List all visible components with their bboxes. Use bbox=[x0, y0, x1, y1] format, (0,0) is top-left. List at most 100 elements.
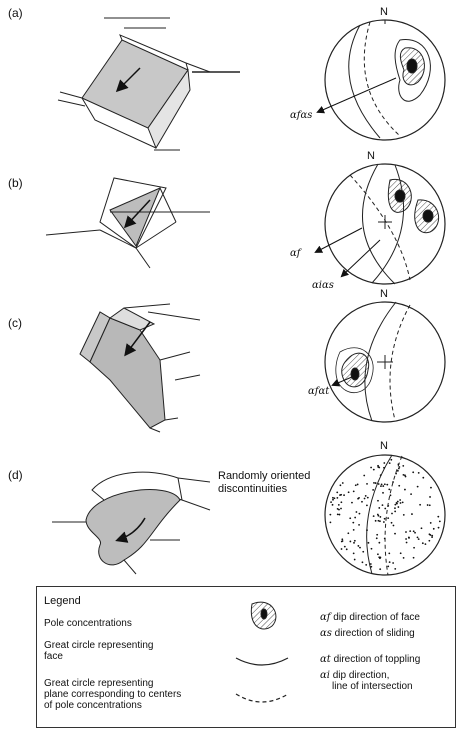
pole-dot bbox=[372, 515, 375, 518]
pole-dot bbox=[397, 506, 400, 508]
pole-dot bbox=[417, 471, 420, 474]
pole-dot bbox=[379, 474, 382, 477]
pole-dot bbox=[394, 507, 396, 510]
pole-dot bbox=[336, 497, 339, 499]
legend-text-ai-2: line of intersection bbox=[332, 681, 413, 692]
pole-dot bbox=[378, 507, 381, 509]
pole-dot bbox=[374, 519, 377, 522]
pole-dot bbox=[370, 565, 373, 568]
pole-dot bbox=[353, 539, 356, 542]
pole-dot bbox=[387, 565, 390, 568]
pole-dot bbox=[388, 462, 391, 465]
pole-dot bbox=[383, 537, 386, 540]
pole-dot bbox=[376, 513, 379, 516]
pole-dot bbox=[363, 474, 366, 477]
pole-dot bbox=[376, 533, 379, 536]
pole-dot bbox=[421, 542, 424, 545]
pole-dot bbox=[402, 473, 405, 476]
legend-left-2-line2: face bbox=[44, 651, 63, 662]
alpha-label-b-1: αf bbox=[290, 248, 301, 259]
pole-dot bbox=[345, 548, 348, 551]
pole-dot bbox=[341, 482, 344, 484]
north-label-b: N bbox=[367, 150, 375, 162]
pole-dot bbox=[429, 522, 432, 524]
north-label-a: N bbox=[380, 6, 388, 18]
legend-box bbox=[36, 586, 456, 728]
panel-label-c: (c) bbox=[8, 316, 22, 330]
legend-symbol-at: αt bbox=[320, 654, 331, 665]
pole-dot bbox=[367, 541, 370, 544]
pole-dot bbox=[398, 484, 401, 487]
arrow-c bbox=[124, 321, 151, 357]
pole-dot bbox=[359, 546, 361, 549]
pole-dot bbox=[347, 491, 350, 494]
pole-dot bbox=[410, 493, 412, 496]
stereonet-c bbox=[324, 301, 446, 423]
block-a bbox=[57, 17, 240, 151]
legend-pole-symbol bbox=[250, 601, 277, 630]
pole-dot bbox=[379, 516, 382, 518]
pole-dot bbox=[394, 510, 397, 513]
pole-dot bbox=[412, 471, 415, 474]
pole-dot bbox=[338, 508, 340, 511]
pole-dot bbox=[426, 504, 429, 506]
pole-dot bbox=[377, 466, 380, 468]
pole-dot bbox=[412, 530, 415, 533]
pole-dot bbox=[369, 563, 372, 565]
pole-dot bbox=[413, 546, 415, 549]
stereonet-a bbox=[316, 19, 446, 141]
pole-dot bbox=[382, 491, 384, 494]
pole-dot bbox=[387, 517, 390, 520]
pole-dot bbox=[347, 532, 350, 535]
annotation-line-2: discontinuities bbox=[218, 483, 288, 495]
pole-dot bbox=[366, 496, 369, 499]
pole-dot bbox=[420, 527, 423, 530]
pole-dot bbox=[349, 517, 352, 520]
pole-dot bbox=[392, 524, 395, 527]
block-d bbox=[52, 471, 211, 575]
pole-dot bbox=[330, 501, 332, 504]
legend-symbol-af: αf bbox=[320, 612, 331, 623]
stereonet-d bbox=[324, 454, 446, 576]
alpha-label-c: αfαt bbox=[308, 386, 330, 397]
north-label-d: N bbox=[380, 440, 388, 452]
pole-dot bbox=[419, 503, 422, 506]
pole-dot bbox=[372, 468, 375, 471]
pole-dot bbox=[358, 524, 360, 526]
pole-dot bbox=[333, 497, 336, 500]
legend-symbol-as: αs bbox=[320, 628, 332, 639]
pole-dot bbox=[356, 483, 359, 486]
pole-dot bbox=[343, 494, 345, 497]
pole-dot bbox=[375, 537, 378, 540]
panel-label-d: (d) bbox=[8, 468, 23, 482]
pole-dot bbox=[383, 466, 385, 469]
pole-dot bbox=[341, 538, 344, 541]
panel-label-a: (a) bbox=[8, 6, 23, 20]
pole-dot bbox=[336, 513, 339, 516]
pole-dot bbox=[416, 485, 419, 488]
north-label-c: N bbox=[380, 288, 388, 300]
pole-dot bbox=[332, 498, 334, 501]
arrow-a bbox=[115, 67, 141, 93]
pole-dot bbox=[428, 539, 431, 542]
pole-dot bbox=[404, 475, 407, 478]
pole-dot bbox=[365, 564, 368, 566]
pole-dot bbox=[404, 488, 406, 491]
pole-dot bbox=[388, 552, 391, 555]
pole-dot bbox=[351, 501, 353, 504]
pole-dot bbox=[354, 516, 357, 519]
pole-dot bbox=[399, 502, 402, 504]
pole-dot bbox=[438, 520, 441, 523]
legend-dashed-circle-symbol bbox=[235, 693, 289, 703]
pole-dot bbox=[361, 561, 364, 564]
pole-dot bbox=[424, 543, 427, 546]
pole-dot bbox=[370, 466, 372, 469]
legend-right-item-3: αt direction of toppling bbox=[320, 654, 420, 665]
pole-dot bbox=[422, 476, 425, 479]
block-c bbox=[79, 303, 201, 433]
pole-dot bbox=[373, 481, 375, 484]
pole-dot bbox=[379, 520, 381, 523]
pole-dot bbox=[382, 485, 385, 487]
pole-dot bbox=[384, 507, 387, 510]
pole-dot bbox=[391, 512, 393, 515]
